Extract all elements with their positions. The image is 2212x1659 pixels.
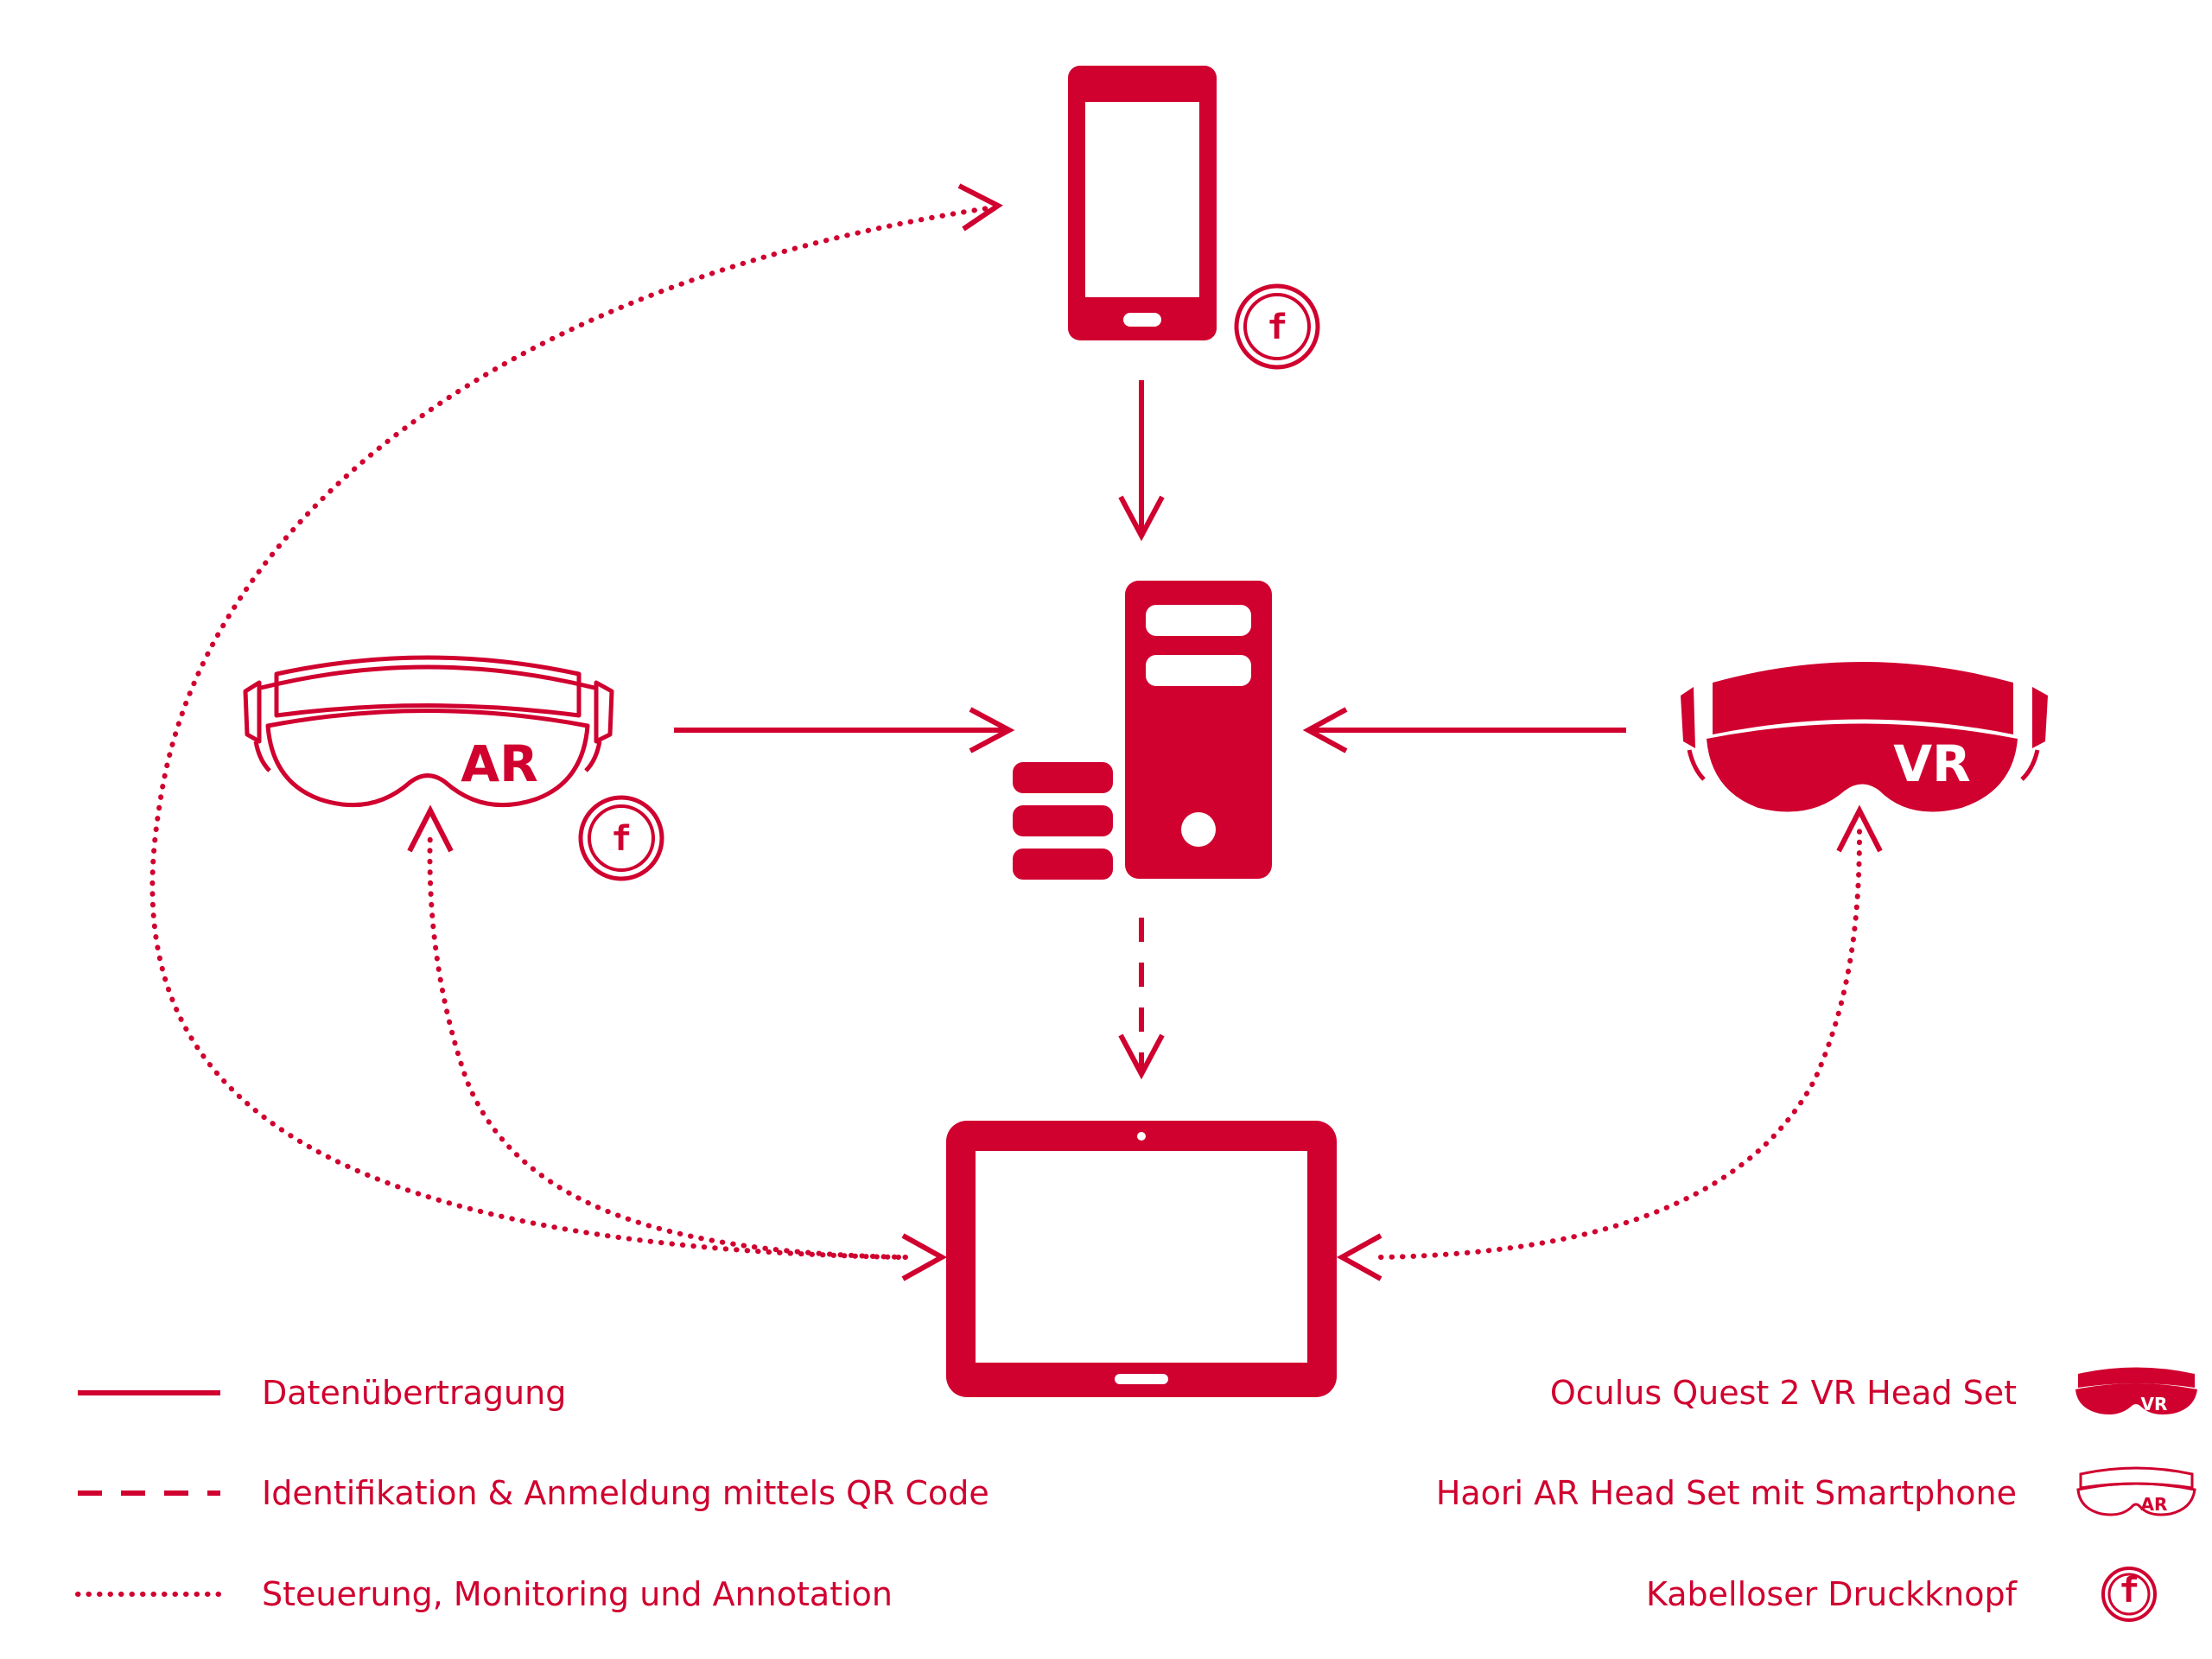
legend-label: Kabelloser Druckknopf — [1646, 1575, 2018, 1613]
wireless-button-icon: f — [1234, 283, 1320, 370]
vr-label: VR — [1893, 734, 1971, 793]
tablet-icon — [946, 1121, 1337, 1397]
ar-headset-icon: AR — [2076, 1466, 2196, 1516]
connection-vr-server — [1302, 707, 1626, 753]
badge-label: f — [611, 819, 632, 859]
legend-item-dashed: Identifikation & Anmeldung mittels QR Co… — [78, 1474, 989, 1512]
connection-tablet-vr — [1336, 804, 1883, 1281]
legend-label: Oculus Quest 2 VR Head Set — [1550, 1374, 2017, 1412]
ar-label: AR — [461, 734, 538, 793]
connection-smartphone-server — [1118, 380, 1165, 542]
legend-item-ar: Haori AR Head Set mit Smartphone AR — [1436, 1466, 2196, 1516]
connection-server-tablet — [1118, 918, 1165, 1080]
smartphone-icon — [1068, 66, 1217, 340]
legend-left: Datenübertragung Identifikation & Anmeld… — [75, 1374, 989, 1613]
connection-tablet-smartphone — [149, 183, 1003, 1260]
legend-right: Oculus Quest 2 VR Head Set VR Haori AR H… — [1436, 1367, 2197, 1622]
server-icon — [1013, 581, 1272, 880]
legend-label: Steuerung, Monitoring und Annotation — [262, 1575, 893, 1613]
legend-label: Datenübertragung — [262, 1374, 566, 1412]
svg-text:f: f — [2119, 1571, 2139, 1611]
connection-ar-server — [674, 707, 1015, 753]
badge-label: f — [1267, 308, 1287, 347]
wireless-button-icon: f — [2101, 1567, 2157, 1622]
vr-headset-icon: VR — [2075, 1367, 2197, 1414]
legend-item-vr: Oculus Quest 2 VR Head Set VR — [1550, 1367, 2197, 1414]
legend-label: Identifikation & Anmeldung mittels QR Co… — [262, 1474, 989, 1512]
svg-text:VR: VR — [2141, 1394, 2168, 1414]
svg-text:AR: AR — [2141, 1494, 2168, 1515]
ar-headset-icon: AR — [243, 655, 614, 808]
legend-item-solid: Datenübertragung — [78, 1374, 566, 1412]
connection-tablet-ar — [407, 804, 948, 1281]
legend-item-button: Kabelloser Druckknopf f — [1646, 1567, 2157, 1622]
legend-item-dotted: Steuerung, Monitoring und Annotation — [75, 1575, 893, 1613]
wireless-button-icon: f — [578, 795, 664, 881]
vr-headset-icon: VR — [1681, 662, 2048, 812]
legend-label: Haori AR Head Set mit Smartphone — [1436, 1474, 2017, 1512]
